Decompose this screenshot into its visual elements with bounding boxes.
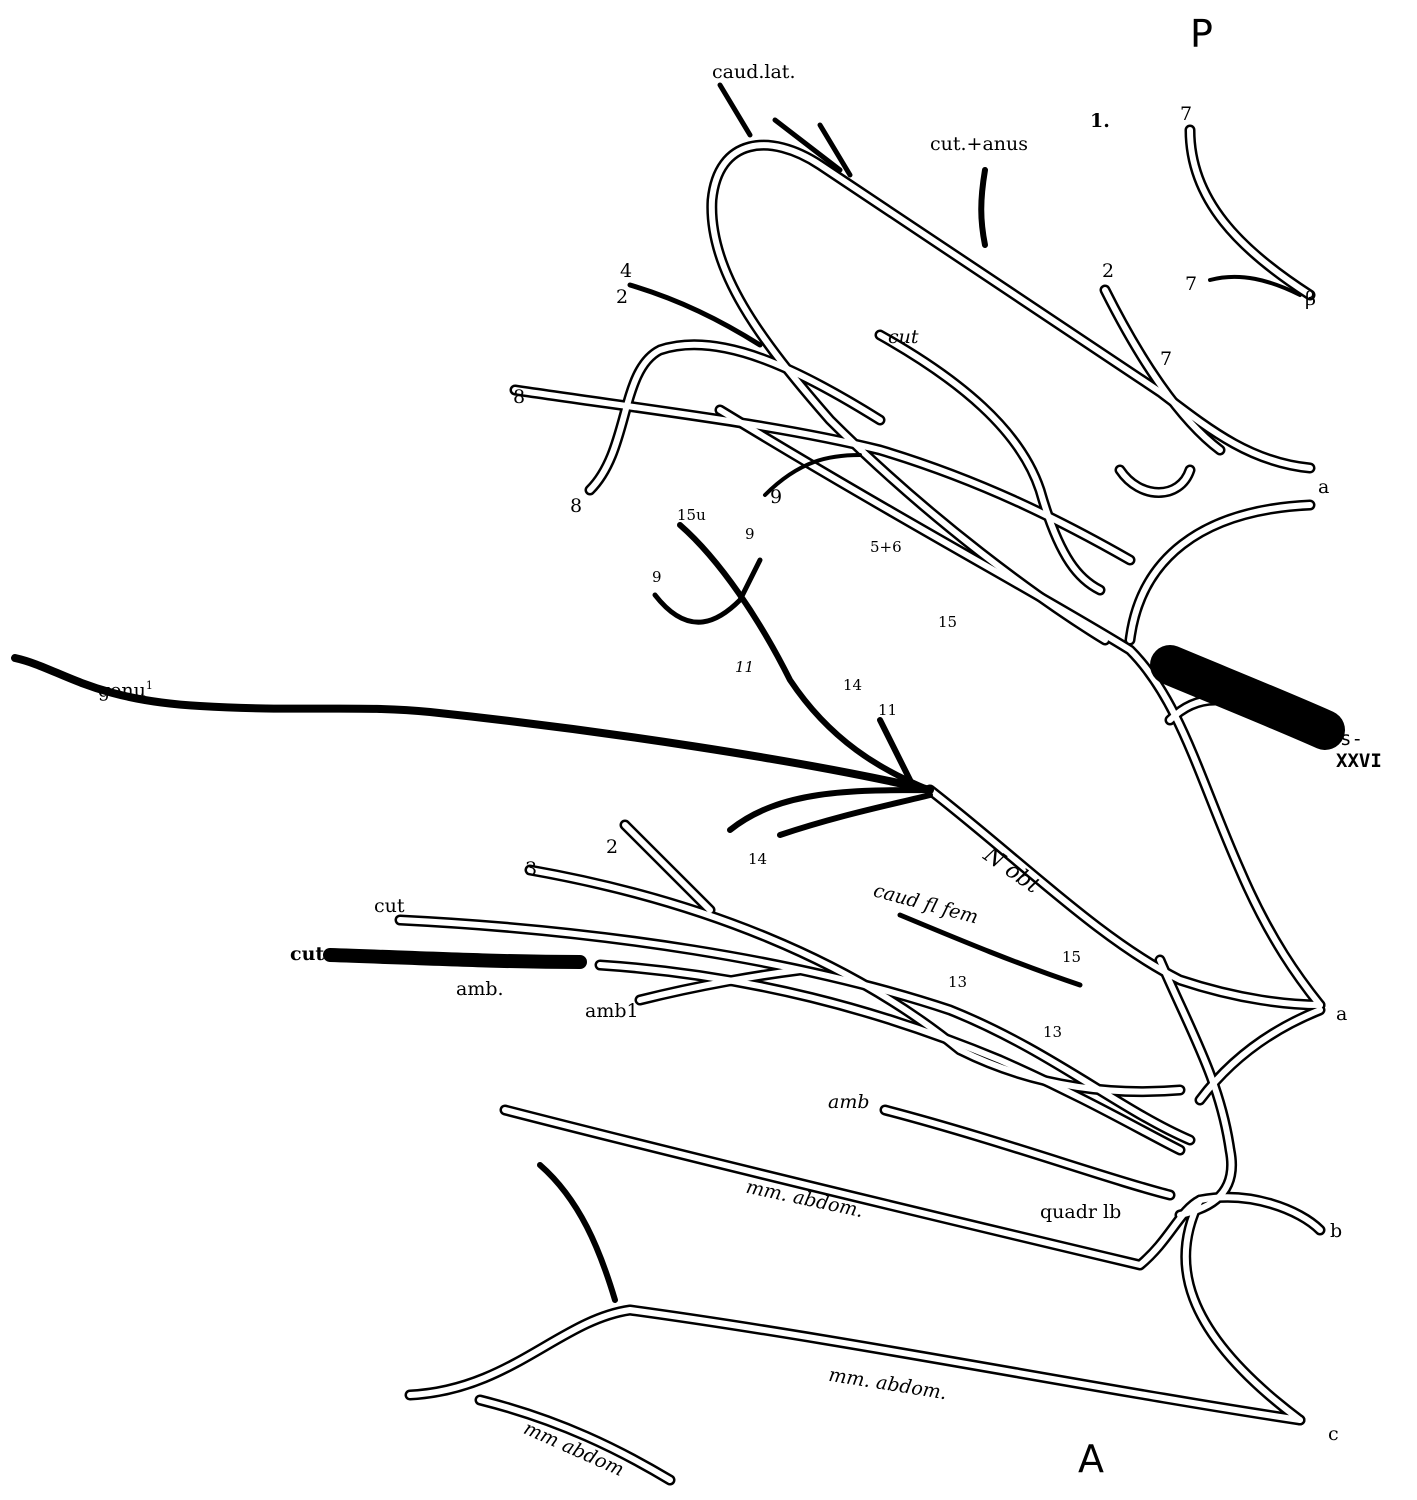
- nerve-n-obt-inner: [927, 787, 1323, 1008]
- label-genu-text: genu: [98, 679, 146, 702]
- label-amb1: amb1: [585, 1000, 639, 1022]
- nerve-cut-dark: [323, 948, 587, 969]
- nerve-amb-lower-inner: [597, 962, 1183, 1153]
- nerve-z-pair: [1184, 124, 1316, 301]
- label-8b: 8: [570, 495, 583, 517]
- nerve-main-trunk-inner: [717, 407, 1323, 1008]
- nerve-4-2: [627, 282, 763, 348]
- label-xxvi: XXVI: [1336, 750, 1382, 772]
- label-cut-upper: cut: [888, 326, 919, 348]
- nerve-trunks: [394, 124, 1326, 1486]
- label-7b: 7: [1160, 348, 1173, 370]
- label-beta: β: [1305, 288, 1316, 310]
- label-cut-anus: cut.+anus: [930, 133, 1029, 155]
- nerve-cut-branch-inner: [877, 332, 1103, 593]
- nerve-caud-lat: [717, 82, 853, 178]
- label-amb-b: amb: [828, 1091, 870, 1113]
- label-13a: 13: [948, 973, 968, 991]
- nerve-8-loop-inner: [587, 341, 883, 493]
- nerve-cut-anus: [978, 167, 988, 248]
- label-13b: 13: [1043, 1023, 1063, 1041]
- nerve-7-pair-inner: [1102, 287, 1223, 453]
- label-4: 4: [620, 260, 633, 282]
- label-15a: 15: [938, 613, 958, 631]
- nerve-mm-abdom-bottom-inner: [477, 1397, 673, 1483]
- label-14a: 14: [843, 676, 863, 694]
- label-2c: 2: [606, 836, 619, 858]
- label-9c: 9: [652, 568, 662, 586]
- nerve-s-xxvi: [1150, 645, 1345, 750]
- nerve-2-branch-inner: [622, 822, 713, 913]
- nerve-genu: [11, 654, 934, 794]
- nerve-8-branch-inner: [512, 387, 1133, 563]
- label-7a: 7: [1185, 273, 1198, 295]
- label-genu: genu1: [98, 680, 153, 700]
- nerve-z-pair-inner: [1187, 127, 1313, 298]
- label-s: s-: [1340, 728, 1363, 750]
- nerve-loop-u-inner: [1117, 467, 1193, 496]
- label-quadr-lb: quadr lb: [1040, 1201, 1122, 1223]
- nerve-vertical-bc: [1180, 1194, 1306, 1426]
- label-9a: 9: [770, 486, 783, 508]
- label-c: c: [1328, 1423, 1339, 1445]
- label-cut-mid: cut: [374, 895, 405, 917]
- nerve-branch-14: [727, 717, 933, 838]
- nerve-branch-9: [652, 557, 763, 625]
- dark-nerves: [11, 82, 1345, 1303]
- nerve-amb-inner: [882, 1107, 1173, 1198]
- label-z-top: 7: [1180, 103, 1193, 125]
- label-14b: 14: [748, 850, 768, 868]
- nerve-vertical-bc-inner: [1182, 1197, 1303, 1423]
- nerve-mm-abdom-upper: [499, 1104, 1326, 1271]
- nerve-n-obt: [924, 784, 1326, 1011]
- label-genu-sup: 1: [145, 679, 153, 692]
- label-3: 3: [525, 858, 538, 880]
- nerve-caud-fl-fem: [897, 912, 1083, 988]
- nerve-mm-abdom-dark: [537, 1162, 618, 1303]
- label-cut-dark: cut: [290, 943, 325, 965]
- label-15u: 15u: [677, 506, 706, 524]
- label-5-6: 5+6: [870, 538, 902, 556]
- label-b: b: [1330, 1220, 1343, 1242]
- nerve-mm-abdom-lower-inner: [407, 1307, 1303, 1423]
- label-9b: 9: [745, 525, 755, 543]
- nerve-mm-abdom-upper-inner: [502, 1107, 1323, 1268]
- label-8a: 8: [513, 386, 526, 408]
- nerve-mm-abdom-lower: [404, 1304, 1306, 1426]
- nerve-7-small: [1208, 274, 1302, 297]
- label-caud-lat: caud.lat.: [712, 61, 796, 83]
- label-11b: 11: [878, 701, 898, 719]
- nerve-upper-loop-inner: [708, 142, 1313, 643]
- figure-number: 1.: [1090, 110, 1110, 132]
- label-11a: 11: [735, 658, 755, 676]
- nerve-arch-top-inner: [1127, 502, 1313, 643]
- nerve-a-connector-inner: [1197, 1007, 1323, 1103]
- label-p: P: [1190, 12, 1213, 56]
- nerve-9-upper: [763, 453, 862, 497]
- nerve-amb1-inner: [637, 967, 803, 1003]
- label-a-top: a: [1318, 476, 1330, 498]
- label-a-bottom: A: [1078, 1437, 1104, 1481]
- label-2b: 2: [616, 286, 629, 308]
- label-amb-a: amb.: [456, 978, 504, 1000]
- label-15b: 15: [1062, 948, 1082, 966]
- nerve-branch-15u: [677, 522, 933, 793]
- nerve-descending-inner: [1157, 957, 1235, 1218]
- label-a-mid: a: [1336, 1003, 1348, 1025]
- label-2a: 2: [1102, 260, 1115, 282]
- nerve-cut-lower-inner: [397, 917, 1193, 1143]
